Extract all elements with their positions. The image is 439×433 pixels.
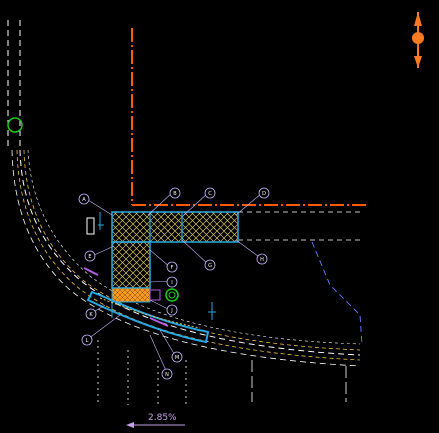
green-circle-icon bbox=[7, 117, 23, 133]
svg-text:L: L bbox=[86, 338, 89, 344]
callout-leaders bbox=[87, 192, 263, 374]
building-entry-symbol bbox=[86, 217, 95, 235]
callout-labels: A B C D E F G H I J K L M N bbox=[78, 187, 270, 380]
hatched-pad bbox=[111, 211, 239, 289]
lower-solid-lines bbox=[251, 360, 347, 402]
property-line bbox=[131, 28, 368, 206]
pad-marker-icon bbox=[165, 288, 179, 302]
callout-I: I bbox=[166, 276, 178, 288]
callout-G: G bbox=[204, 259, 216, 271]
callout-C: C bbox=[204, 187, 216, 199]
lower-dotted-lines bbox=[97, 340, 187, 405]
svg-text:E: E bbox=[88, 254, 91, 260]
callout-M: M bbox=[171, 351, 183, 363]
ramp-strip bbox=[83, 267, 210, 344]
callout-E: E bbox=[84, 250, 96, 262]
svg-text:N: N bbox=[165, 372, 169, 378]
svg-text:M: M bbox=[175, 355, 179, 361]
road-edge-lines bbox=[7, 20, 361, 367]
slope-label: 2.85% bbox=[148, 413, 177, 423]
callout-B: B bbox=[169, 187, 181, 199]
callout-A: A bbox=[78, 193, 90, 205]
svg-text:I: I bbox=[171, 280, 172, 286]
callout-K: K bbox=[85, 308, 97, 320]
callout-J: J bbox=[166, 304, 178, 316]
svg-text:H: H bbox=[260, 257, 264, 263]
blue-dashed-boundary bbox=[311, 241, 363, 346]
callout-H: H bbox=[256, 253, 268, 265]
svg-text:K: K bbox=[89, 312, 93, 318]
svg-text:C: C bbox=[208, 191, 212, 197]
orange-pad bbox=[111, 287, 161, 303]
callout-D: D bbox=[258, 187, 270, 199]
right-dashed-lines bbox=[238, 211, 362, 241]
svg-text:F: F bbox=[171, 265, 174, 271]
svg-text:D: D bbox=[262, 191, 266, 197]
callout-L: L bbox=[81, 334, 93, 346]
callout-N: N bbox=[161, 368, 173, 380]
slope-indicator: 2.85% bbox=[126, 413, 185, 428]
svg-text:G: G bbox=[208, 263, 212, 269]
callout-F: F bbox=[166, 261, 178, 273]
svg-text:J: J bbox=[170, 308, 172, 314]
north-arrow-icon bbox=[412, 12, 424, 68]
svg-text:A: A bbox=[82, 197, 86, 203]
svg-text:B: B bbox=[173, 191, 177, 197]
